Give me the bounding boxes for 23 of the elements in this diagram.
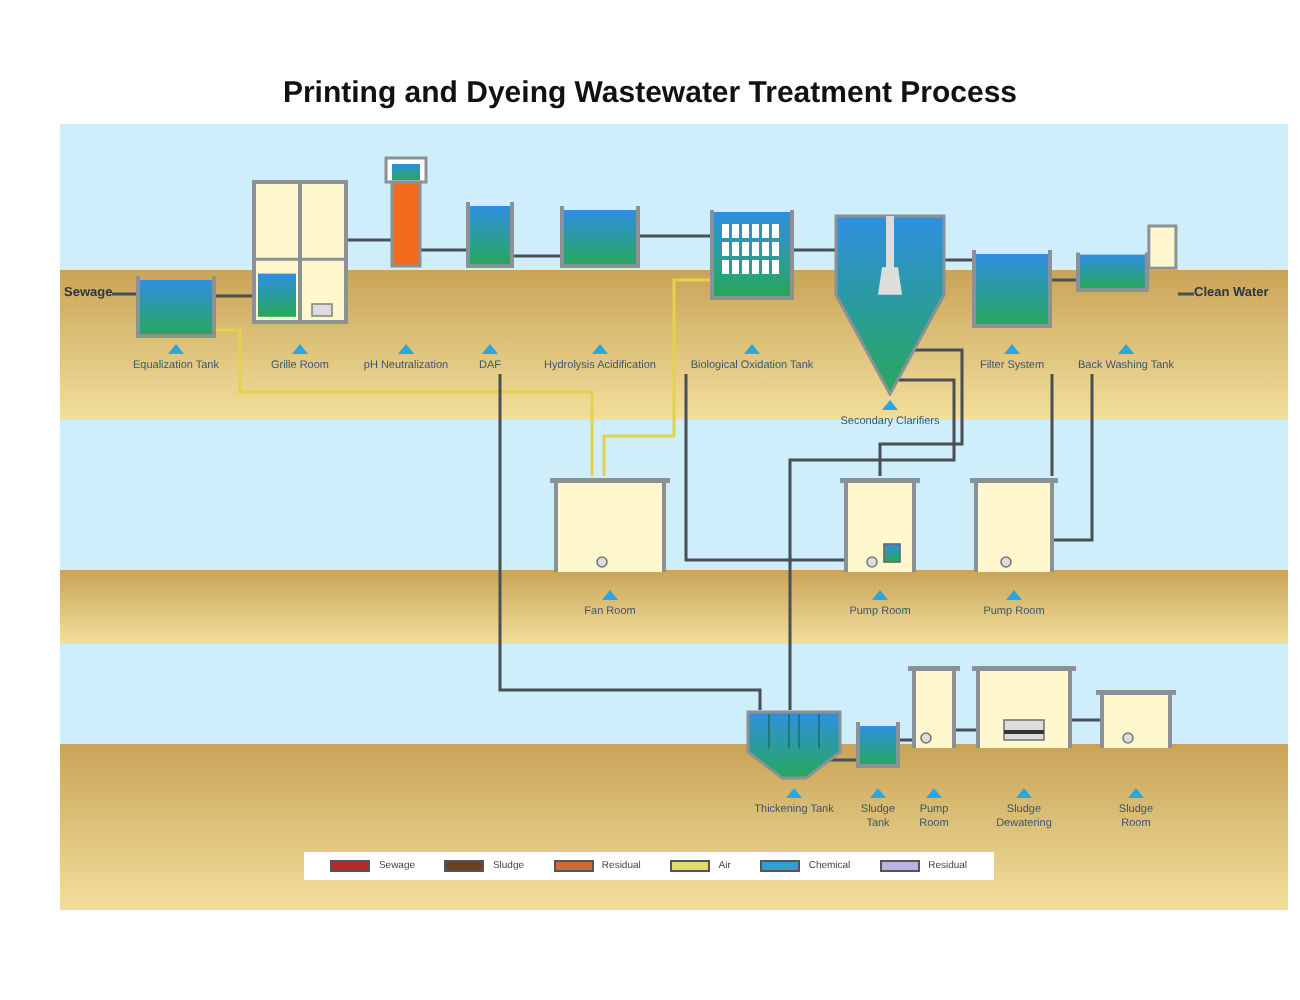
pipe-line	[1056, 278, 1074, 282]
pipe-line	[824, 248, 832, 252]
pipe-line	[1058, 374, 1094, 542]
pipe-line	[602, 278, 680, 476]
pipe-line	[1178, 292, 1194, 296]
pipe-line	[228, 294, 252, 298]
pipe-line	[112, 292, 124, 296]
pipe-line	[788, 378, 956, 710]
diagram-title: Printing and Dyeing Wastewater Treatment Process	[280, 76, 1020, 110]
pipe-line	[228, 328, 594, 476]
pipe-line	[878, 348, 964, 476]
pipe-line	[670, 234, 680, 238]
pipe-line	[348, 238, 356, 242]
pipe-line	[948, 258, 968, 262]
pipe-line	[900, 738, 908, 742]
pipe-line	[844, 758, 856, 762]
pipe-line	[498, 374, 762, 710]
pipe-line	[456, 248, 466, 252]
pipe-line	[514, 254, 530, 258]
pipe-line	[1076, 718, 1096, 722]
pipe-line	[684, 374, 840, 562]
pipe-line	[960, 728, 972, 732]
pipe-line	[1050, 374, 1054, 476]
